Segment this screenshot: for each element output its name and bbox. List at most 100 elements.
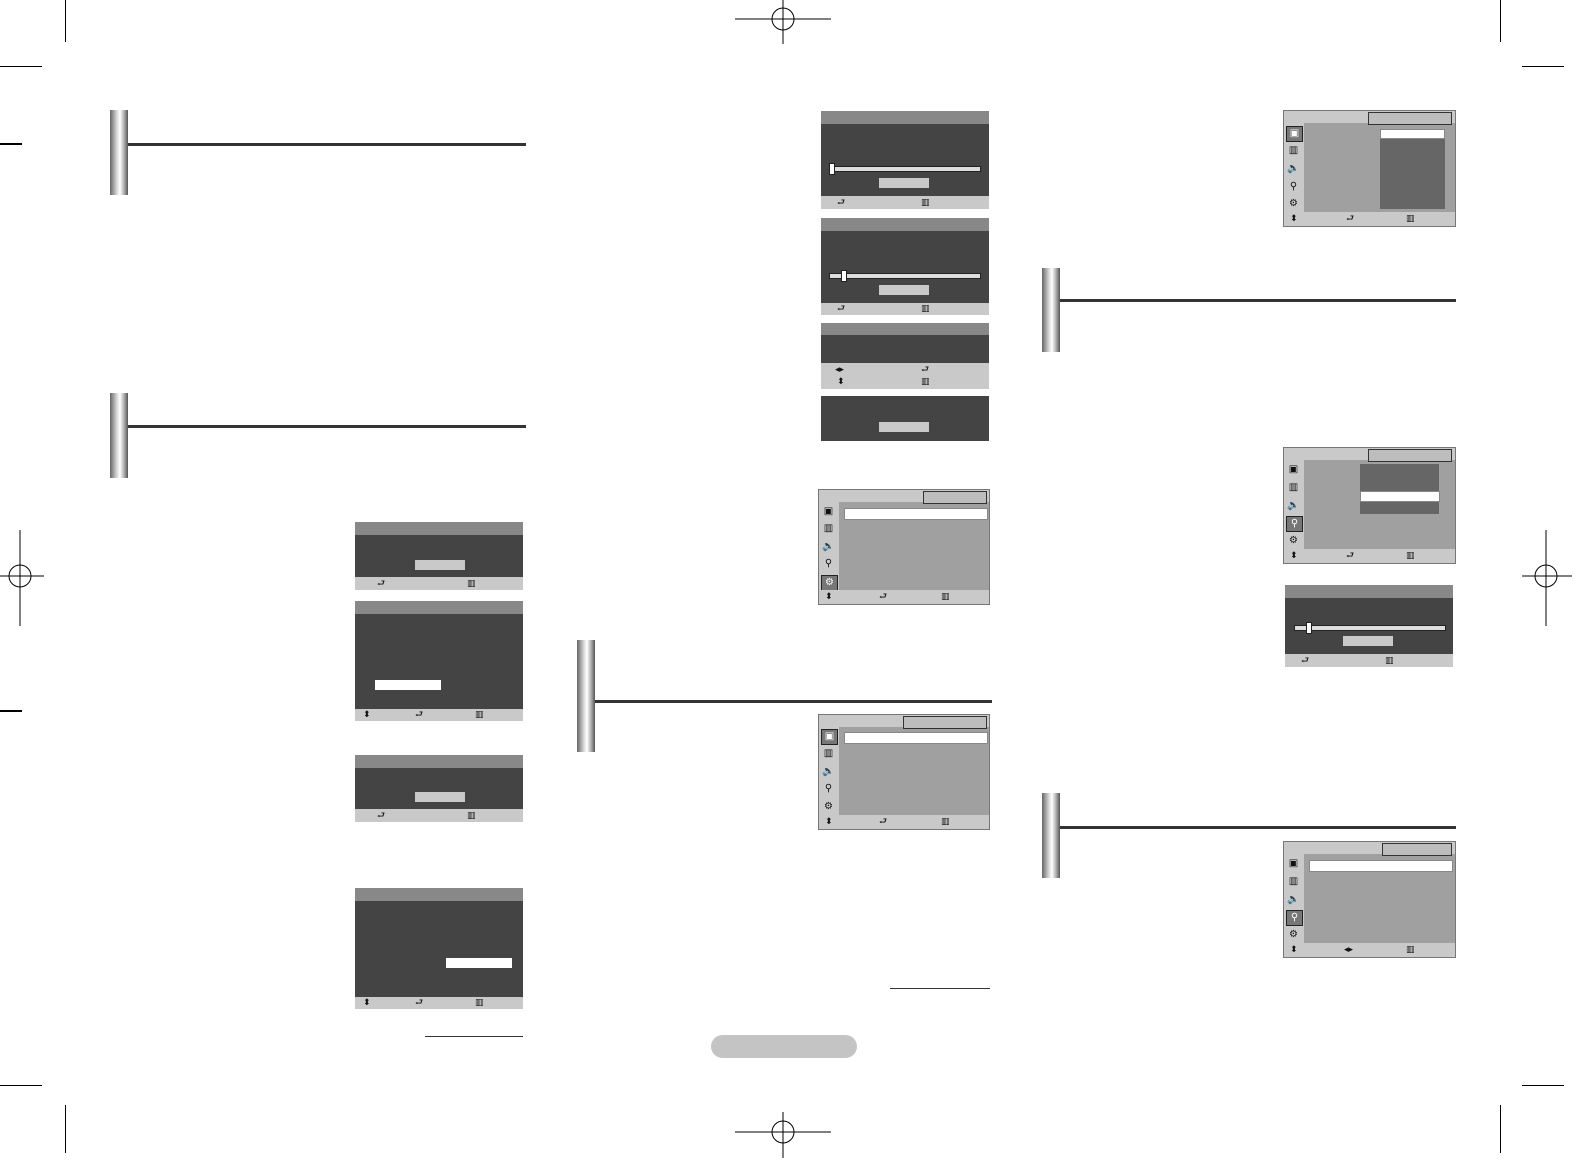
menu-icon: ▥ [941,592,950,602]
channel-icon[interactable]: ⚲ [824,558,833,569]
submenu-list[interactable] [1360,464,1439,514]
menu-title-tag [1382,843,1452,856]
osd-selected-item[interactable] [446,958,512,968]
enter-icon: ⮐ [879,817,888,827]
picture-icon[interactable]: ▣ [821,729,838,745]
progress-slider[interactable] [1294,625,1446,631]
picture-icon[interactable]: ▣ [1288,464,1299,475]
menu-row-selected[interactable] [1309,860,1453,872]
osd-screen: ⮐ ▥ [821,218,989,315]
menu-icon: ▥ [475,998,484,1008]
sound-icon[interactable]: 🔈 [1287,894,1300,905]
updown-icon: ⬍ [1290,214,1298,224]
channel-list-icon[interactable]: ▥ [823,523,834,534]
setup-icon[interactable]: ⚙ [1289,198,1298,209]
crop-mark [0,66,42,67]
progress-slider[interactable] [829,273,981,279]
slider-knob[interactable] [829,163,835,175]
osd-button[interactable] [415,560,465,570]
channel-list-icon[interactable]: ▥ [1288,876,1299,887]
osd-screen: ⮐ ▥ [1285,585,1453,667]
continue-rule [425,1036,523,1037]
submenu-selected[interactable] [1360,491,1440,502]
menu-row-selected[interactable] [844,732,988,744]
menu-title-tag [903,716,987,729]
updown-icon: ⬍ [363,710,371,720]
menu-icon: ▥ [1385,656,1394,666]
picture-icon[interactable]: ▣ [823,506,834,517]
setup-icon[interactable]: ⚙ [824,801,833,812]
osd-selected-item[interactable] [375,680,441,690]
section-marker [110,110,128,195]
osd-screen: ⮐ ▥ [821,111,989,209]
slider-knob[interactable] [1306,622,1312,634]
menu-icon: ▥ [1406,214,1415,224]
crop-mark [1500,1105,1501,1153]
tv-menu: ▣ ▥ 🔈 ⚲ ⚙ ⬍ ⮐ ▥ [818,714,990,830]
setup-icon[interactable]: ⚙ [1289,929,1298,940]
channel-list-icon[interactable]: ▥ [1288,482,1299,493]
enter-icon: ⮐ [837,304,846,314]
menu-icon: ▥ [467,579,476,589]
tv-menu: ▣ ▥ 🔈 ⚲ ⚙ ⬍ ⮐ ▥ [1283,110,1456,227]
crop-mark [65,1105,66,1153]
menu-icon: ▥ [921,198,930,208]
registration-target [735,1112,831,1158]
leftright-icon: ◂▸ [835,365,845,375]
menu-title-tag [923,491,987,504]
section-rule [128,425,526,428]
picture-icon[interactable]: ▣ [1286,126,1303,142]
osd-screen: ⬍ ⮐ ▥ [355,601,523,721]
sound-icon[interactable]: 🔈 [1287,163,1300,174]
dropdown-list[interactable] [1380,129,1445,209]
osd-screen: ◂▸ ⮐ ⬍ ▥ [821,323,989,389]
channel-icon[interactable]: ⚲ [824,783,833,794]
section-marker [1042,793,1060,878]
registration-target [1522,530,1572,626]
section-rule [1060,826,1456,829]
crop-mark [0,1085,42,1086]
dropdown-selected[interactable] [1380,129,1445,139]
osd-button[interactable] [415,792,465,802]
tv-menu: ▣ ▥ 🔈 ⚲ ⚙ ⬍ ⮐ ▥ [1283,447,1456,564]
osd-screen [821,396,989,441]
channel-icon[interactable]: ⚲ [1289,181,1298,192]
crop-mark [1522,1085,1564,1086]
setup-icon[interactable]: ⚙ [1289,535,1298,546]
osd-button[interactable] [879,422,929,432]
menu-icon: ▥ [941,817,950,827]
registration-target [735,0,831,44]
setup-icon[interactable]: ⚙ [821,575,838,591]
osd-button[interactable] [1343,636,1393,646]
enter-icon: ⮐ [837,198,846,208]
enter-icon: ⮐ [1346,551,1355,561]
leftright-icon: ◂▸ [1344,945,1354,955]
channel-icon[interactable]: ⚲ [1286,516,1303,532]
sound-icon[interactable]: 🔈 [1287,500,1300,511]
channel-icon[interactable]: ⚲ [1286,910,1303,926]
crop-mark [1522,66,1564,67]
updown-icon: ⬍ [837,377,845,387]
crop-mark [0,710,22,712]
registration-target [0,530,44,626]
osd-button[interactable] [879,178,929,188]
progress-slider[interactable] [829,166,981,172]
slider-knob[interactable] [841,270,847,282]
picture-icon[interactable]: ▣ [1288,858,1299,869]
sound-icon[interactable]: 🔈 [822,766,835,777]
updown-icon: ⬍ [1290,551,1298,561]
continue-rule [890,988,990,989]
menu-icon: ▥ [1406,945,1415,955]
channel-list-icon[interactable]: ▥ [1288,145,1299,156]
menu-title-tag [1368,112,1452,125]
sound-icon[interactable]: 🔈 [822,541,835,552]
channel-list-icon[interactable]: ▥ [823,748,834,759]
osd-screen: ⮐ ▥ [355,522,523,590]
menu-row-selected[interactable] [844,508,988,520]
crop-mark [1500,0,1501,42]
enter-icon: ⮐ [415,710,424,720]
enter-icon: ⮐ [1301,656,1310,666]
enter-icon: ⮐ [879,592,888,602]
osd-button[interactable] [879,285,929,295]
section-rule [1060,299,1456,302]
